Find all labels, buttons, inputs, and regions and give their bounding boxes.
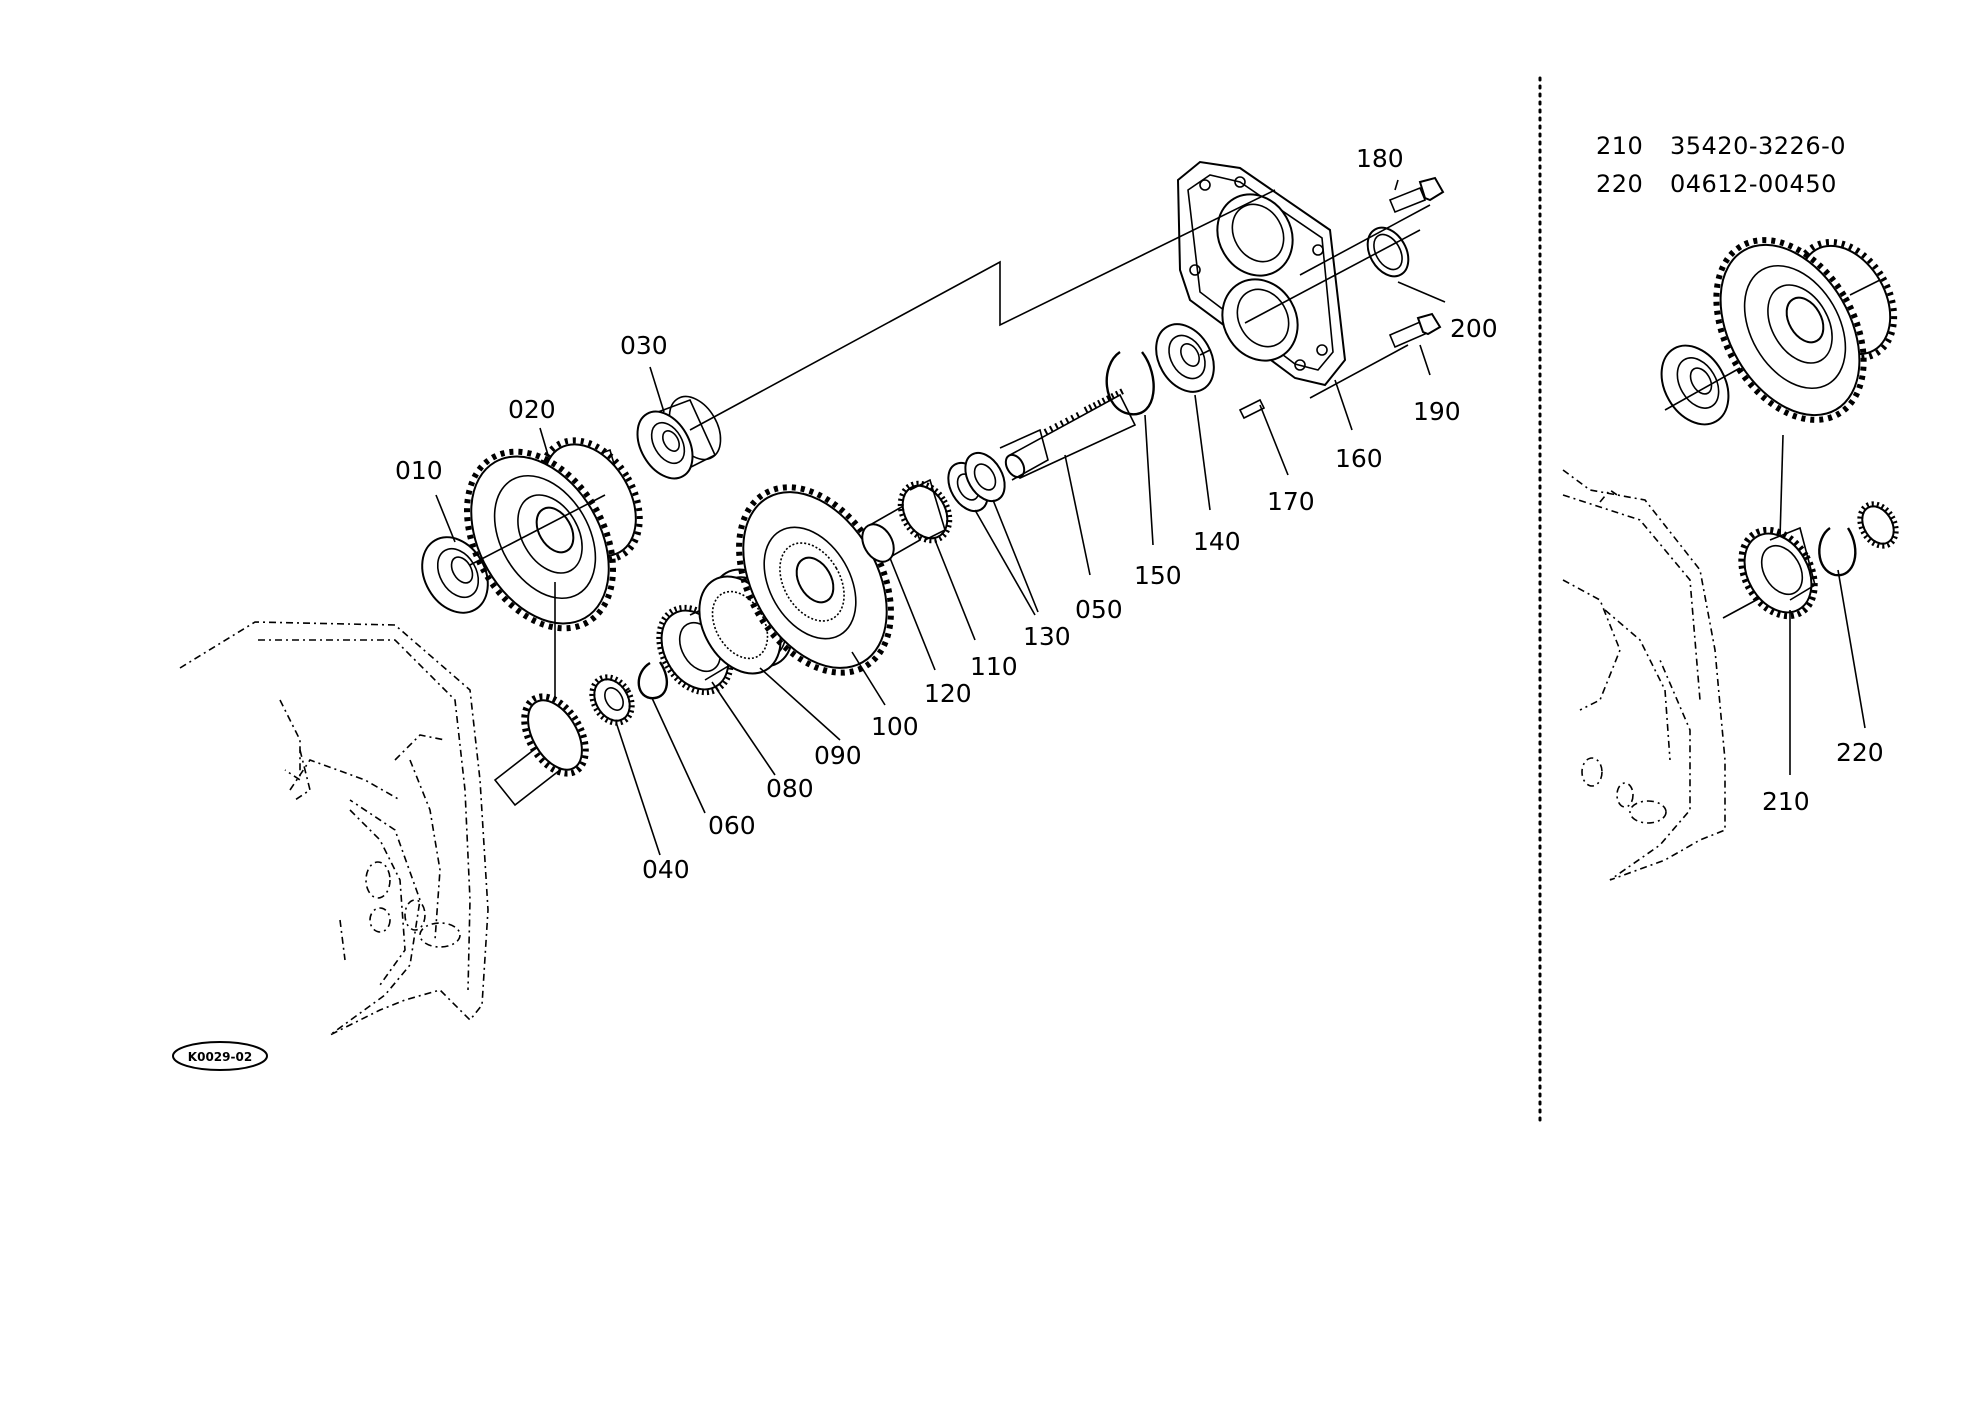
callout-030: 030 [620, 331, 668, 360]
inset-needle-bearing [1857, 501, 1899, 549]
inset-gear-assembly [1660, 237, 1898, 539]
table-partno-210: 35420-3226-0 [1670, 132, 1846, 160]
callout-040: 040 [642, 855, 690, 884]
shaft-050 [999, 387, 1137, 481]
callout-170: 170 [1267, 487, 1315, 516]
callout-110: 110 [970, 652, 1018, 681]
callout-150: 150 [1134, 561, 1182, 590]
callout-180: 180 [1356, 144, 1404, 173]
diagram-code-text: K0029-02 [188, 1050, 252, 1064]
table-partno-220: 04612-00450 [1670, 170, 1837, 198]
callout-130: 130 [1023, 622, 1071, 651]
callout-010: 010 [395, 456, 443, 485]
snap-ring-150 [1105, 350, 1155, 416]
inset-ring-220 [1818, 527, 1857, 577]
callout-160: 160 [1335, 444, 1383, 473]
gear-020 [464, 437, 643, 632]
callout-020: 020 [508, 395, 556, 424]
callout-080: 080 [766, 774, 814, 803]
callout-060: 060 [708, 811, 756, 840]
inset-view: 210 35420-3226-0 220 04612-00450 [1562, 132, 1899, 881]
leader-220 [1837, 569, 1866, 729]
callout-labels: 010 020 030 040 050 060 080 090 100 110 … [395, 144, 1498, 884]
bearing-140 [1155, 323, 1215, 393]
input-shaft-gear [493, 693, 589, 807]
callout-120: 120 [924, 679, 972, 708]
callout-200: 200 [1450, 314, 1498, 343]
callout-190: 190 [1413, 397, 1461, 426]
needle-bearing-110 [897, 478, 953, 544]
callout-210: 210 [1762, 787, 1810, 816]
callout-090: 090 [814, 741, 862, 770]
callout-220: 220 [1836, 738, 1884, 767]
circlip-060 [637, 661, 669, 700]
callout-050: 050 [1075, 595, 1123, 624]
bolt-190 [1388, 312, 1442, 349]
pin-170 [1238, 398, 1266, 420]
inset-axis-line [1722, 597, 1761, 619]
needle-bearing-040 [589, 674, 635, 726]
washers-130 [947, 451, 1006, 513]
callout-100: 100 [871, 712, 919, 741]
inset-gear-210 [1738, 526, 1818, 620]
bolt-180 [1388, 176, 1445, 214]
callout-140: 140 [1193, 527, 1241, 556]
assembly-lines [469, 189, 1431, 700]
main-exploded-view: 010 020 030 040 050 060 080 090 100 110 … [172, 144, 1498, 1071]
table-ref-220: 220 [1596, 170, 1643, 198]
bearing-030 [636, 395, 722, 480]
inset-housing [1562, 469, 1726, 881]
transmission-housing [179, 621, 489, 1036]
diagram-code-badge: K0029-02 [172, 1041, 268, 1071]
leader-lines [435, 179, 1446, 856]
part-number-table: 210 35420-3226-0 220 04612-00450 [1596, 132, 1846, 198]
table-ref-210: 210 [1596, 132, 1643, 160]
seal-200 [1366, 226, 1410, 278]
